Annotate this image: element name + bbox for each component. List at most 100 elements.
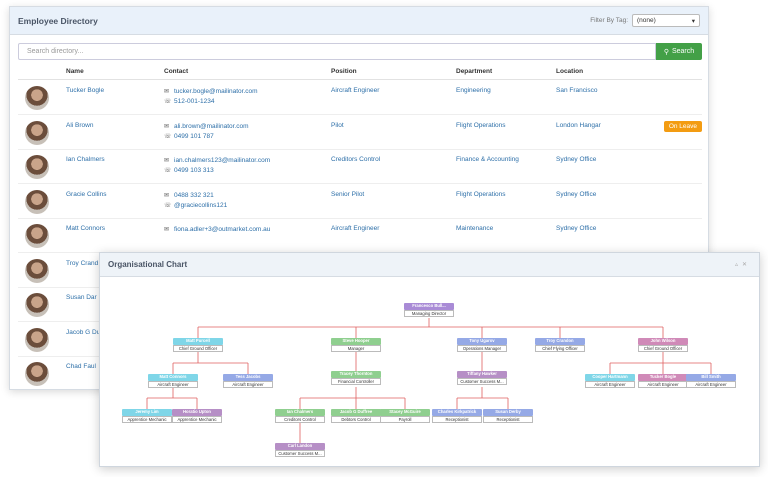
contact-info: ✉ian.chalmers123@mailinator.com☏0499 103… — [164, 156, 270, 176]
employee-position[interactable]: Senior Pilot — [331, 190, 365, 198]
directory-title: Employee Directory — [18, 15, 98, 26]
employee-position[interactable]: Aircraft Engineer — [331, 225, 380, 232]
employee-location[interactable]: Sydney Office — [556, 156, 597, 163]
employee-location[interactable]: San Francisco — [556, 87, 598, 94]
employee-name[interactable]: Susan Dar — [66, 294, 97, 301]
contact-primary[interactable]: tucker.bogle@mailinator.com — [174, 88, 258, 95]
avatar — [25, 224, 49, 248]
employee-name[interactable]: Tucker Bogle — [66, 87, 105, 94]
org-chart-header: Organisational Chart ▵✕ — [100, 253, 759, 277]
column-header-location: Location — [556, 68, 584, 75]
org-node-name: Bill Smith — [686, 374, 736, 381]
org-node-title: Aircraft Engineer — [638, 380, 688, 388]
directory-header: Employee Directory Filter By Tag: (none)… — [10, 7, 708, 35]
org-node[interactable]: Francesco Bull...Managing Director — [404, 303, 454, 317]
filter-label: Filter By Tag: — [590, 17, 628, 24]
filter-tag-select[interactable]: (none)▾ — [632, 14, 700, 27]
employee-name[interactable]: Ali Brown — [66, 121, 94, 129]
contact-secondary[interactable]: 512-001-1234 — [174, 98, 215, 105]
org-node-title: Receptionist — [432, 415, 482, 423]
employee-name[interactable]: Jacob G Du — [66, 328, 101, 336]
employee-department[interactable]: Maintenance — [456, 225, 494, 232]
employee-name[interactable]: Chad Faul — [66, 363, 96, 370]
table-row[interactable]: Gracie Collins✉0488 332 321☏@graciecolli… — [18, 185, 702, 219]
avatar — [25, 155, 49, 179]
search-placeholder: Search directory... — [27, 48, 84, 55]
contact-secondary[interactable]: 0499 101 787 — [174, 132, 214, 140]
org-node-name: Tucker Bogle — [638, 374, 688, 381]
avatar — [25, 362, 49, 386]
employee-position[interactable]: Pilot — [331, 121, 344, 129]
contact-icon: ☏ — [164, 202, 172, 209]
contact-primary[interactable]: ian.chalmers123@mailinator.com — [174, 157, 271, 164]
employee-name[interactable]: Matt Connors — [66, 225, 106, 232]
contact-icon: ☏ — [164, 168, 172, 174]
org-node-title: Operations Manager — [457, 344, 507, 352]
column-header-position: Position — [331, 68, 357, 75]
contact-info: ✉tucker.bogle@mailinator.com☏512-001-123… — [164, 87, 258, 107]
employee-department[interactable]: Flight Operations — [456, 121, 506, 129]
org-node-name: Horatio Upton — [172, 409, 222, 416]
table-row[interactable]: Ali Brown✉ali.brown@mailinator.com☏0499 … — [18, 116, 702, 150]
minimize-icon[interactable]: ▵ — [734, 262, 742, 268]
search-icon: ⚲ — [663, 48, 669, 56]
org-node-title: Customer Success M... — [457, 377, 507, 385]
employee-department[interactable]: Finance & Accounting — [456, 156, 519, 163]
table-row[interactable]: Tucker Bogle ✉tucker.bogle@mailinator.com… — [18, 81, 702, 115]
org-node-title: Apprentice Mechanic — [172, 415, 222, 423]
table-row[interactable]: Chad Faul — [18, 357, 702, 389]
search-input[interactable]: Search directory... — [18, 43, 656, 60]
search-button[interactable]: ⚲Search — [656, 43, 702, 60]
contact-secondary[interactable]: 0499 103 313 — [174, 167, 214, 174]
contact-primary[interactable]: 0488 332 321 — [174, 191, 214, 199]
window-controls: ▵✕ — [735, 261, 751, 268]
contact-secondary[interactable]: @graciecollins121 — [174, 201, 228, 209]
table-row[interactable]: Matt Connors✉fiona.adler+3@outmarket.com… — [18, 219, 702, 253]
employee-name[interactable]: Gracie Collins — [66, 190, 107, 198]
column-header-name: Name — [66, 68, 84, 75]
employee-department[interactable]: Engineering — [456, 87, 491, 94]
org-chart-title: Organisational Chart — [108, 260, 188, 269]
employee-department[interactable]: Flight Operations — [456, 190, 506, 198]
employee-position[interactable]: Creditors Control — [331, 156, 381, 163]
org-node-title: Payroll — [380, 415, 430, 423]
contact-primary[interactable]: ali.brown@mailinator.com — [174, 122, 249, 130]
org-node-title: Managing Director — [404, 309, 454, 317]
avatar — [25, 86, 49, 110]
employee-location[interactable]: Sydney Office — [556, 225, 597, 232]
employee-position[interactable]: Aircraft Engineer — [331, 87, 380, 94]
close-icon[interactable]: ✕ — [741, 262, 751, 268]
org-node-name: John Wilson — [638, 338, 688, 345]
employee-location[interactable]: London Hangar — [556, 121, 601, 129]
contact-icon: ☏ — [164, 133, 172, 140]
table-row[interactable]: Ian Chalmers ✉ian.chalmers123@mailinator.… — [18, 150, 702, 184]
contact-primary[interactable]: fiona.adler+3@outmarket.com.au — [174, 226, 271, 233]
org-node-title: Aircraft Engineer — [148, 380, 198, 388]
employee-name[interactable]: Troy Crand — [66, 259, 99, 267]
org-node-title: Aircraft Engineer — [223, 380, 273, 388]
employee-location[interactable]: Sydney Office — [556, 190, 597, 198]
column-header-contact: Contact — [164, 68, 189, 75]
employee-name[interactable]: Ian Chalmers — [66, 156, 105, 163]
org-node-name: Carl Landon — [275, 443, 325, 450]
